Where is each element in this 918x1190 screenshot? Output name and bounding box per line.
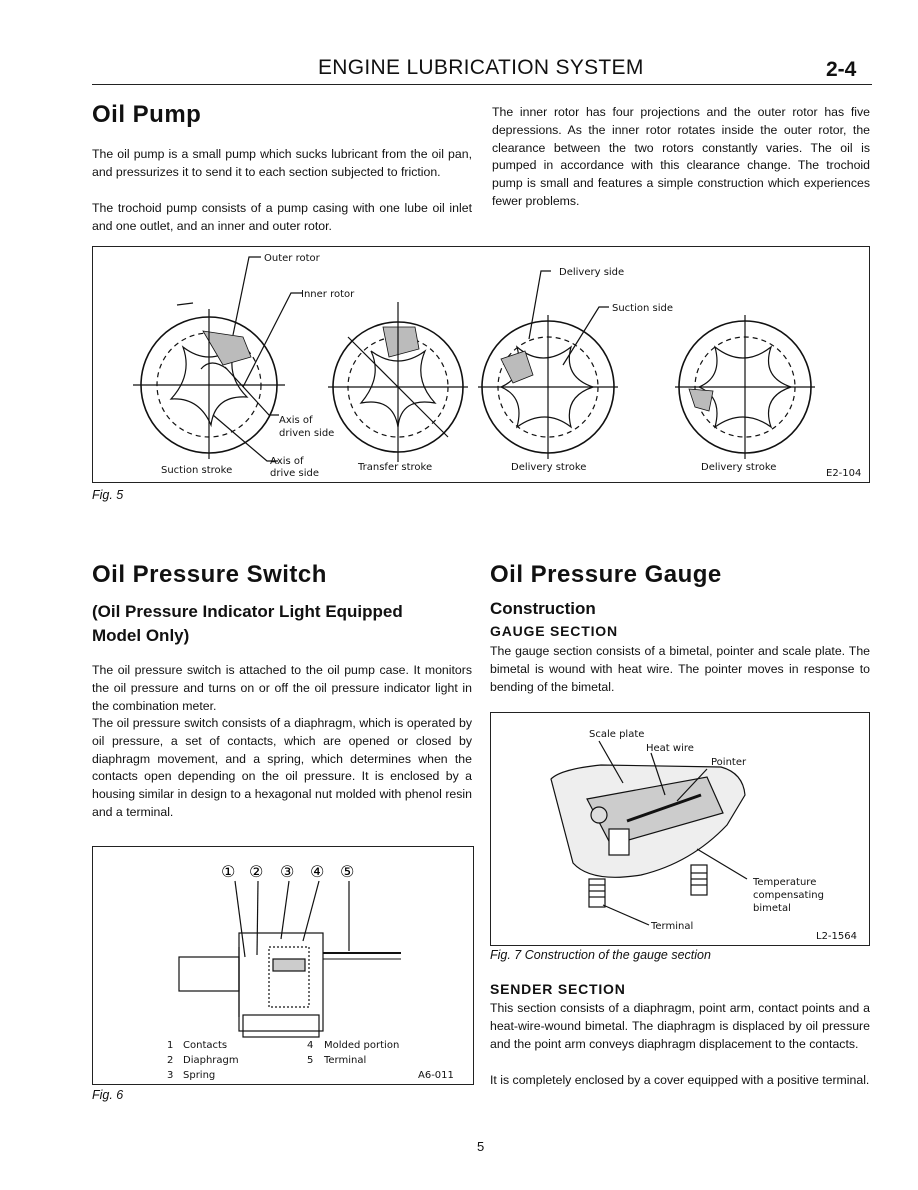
fig6-legend-num: 1 xyxy=(167,1040,173,1051)
fig6-callout: ① xyxy=(221,862,235,881)
fig5-code: E2-104 xyxy=(826,468,861,479)
fig5-caption: Fig. 5 xyxy=(92,488,124,502)
fig5-label-outer-rotor: Outer rotor xyxy=(264,253,321,264)
oil-pump-heading: Oil Pump xyxy=(92,101,202,128)
oil-pressure-switch-subheading-1: (Oil Pressure Indicator Light Equipped xyxy=(92,602,403,621)
oil-pump-para-3: The inner rotor has four projections and… xyxy=(492,105,870,208)
fig5-label-suction-side: Suction side xyxy=(612,303,673,314)
fig6-legend-text: Contacts xyxy=(183,1040,227,1051)
fig6-frame: ① ② ③ ④ ⑤ 1 Contacts 2 Diaphragm 3 Sprin… xyxy=(92,846,474,1085)
fig7-gauge-diagram: Scale plate Heat wire Pointer Temperatur… xyxy=(550,729,857,942)
fig6-callout: ⑤ xyxy=(340,862,354,881)
fig6-legend-num: 3 xyxy=(167,1070,173,1081)
fig6-callout: ④ xyxy=(310,862,324,881)
fig5-rotor-diagram: Outer rotor Inner rotor Axis of driven s… xyxy=(133,253,861,479)
fig7-label-scale-plate: Scale plate xyxy=(589,729,644,740)
fig6-callout: ② xyxy=(249,862,263,881)
fig5-label-inner-rotor: Inner rotor xyxy=(301,289,355,300)
gauge-section-para: The gauge section consists of a bimetal,… xyxy=(490,644,870,694)
fig7-frame: Scale plate Heat wire Pointer Temperatur… xyxy=(490,712,870,946)
fig5-label-axis-drive-2: drive side xyxy=(270,468,319,479)
running-header-page-ref: 2-4 xyxy=(826,58,857,81)
construction-heading: Construction xyxy=(490,599,596,618)
fig5-label-axis-drive-1: Axis of xyxy=(270,456,304,467)
fig5-stroke-label: Suction stroke xyxy=(161,465,232,476)
fig6-callout: ③ xyxy=(280,862,294,881)
fig7-label-bimetal: bimetal xyxy=(753,903,791,914)
sender-section-para-2: It is completely enclosed by a cover equ… xyxy=(490,1073,870,1087)
fig6-switch-diagram: ① ② ③ ④ ⑤ 1 Contacts 2 Diaphragm 3 Sprin… xyxy=(167,862,454,1081)
fig7-label-heat-wire: Heat wire xyxy=(646,743,694,754)
oil-pressure-switch-subheading-2: Model Only) xyxy=(92,626,190,645)
fig6-caption: Fig. 6 xyxy=(92,1088,124,1102)
gauge-section-heading: GAUGE SECTION xyxy=(490,623,618,639)
oil-pump-para-2: The trochoid pump consists of a pump cas… xyxy=(92,201,472,233)
fig6-legend-text: Terminal xyxy=(323,1055,366,1066)
fig6-code: A6-011 xyxy=(418,1070,454,1081)
page-number: 5 xyxy=(477,1139,485,1154)
fig6-legend-num: 2 xyxy=(167,1055,173,1066)
fig6-legend-text: Spring xyxy=(183,1070,215,1081)
oil-pressure-switch-heading: Oil Pressure Switch xyxy=(92,561,327,588)
sender-section-heading: SENDER SECTION xyxy=(490,981,626,997)
fig5-label-delivery-side: Delivery side xyxy=(559,267,624,278)
fig7-caption: Fig. 7 Construction of the gauge section xyxy=(490,948,711,962)
fig6-legend-num: 4 xyxy=(307,1040,313,1051)
running-header-title: ENGINE LUBRICATION SYSTEM xyxy=(318,56,644,79)
fig5-stroke-label: Delivery stroke xyxy=(701,462,776,473)
fig7-label-compensating: compensating xyxy=(753,890,824,901)
fig5-label-axis-driven-1: Axis of xyxy=(279,415,313,426)
oil-pump-para-1: The oil pump is a small pump which sucks… xyxy=(92,147,472,179)
fig7-code: L2-1564 xyxy=(816,931,857,942)
oil-pressure-switch-para-1: The oil pressure switch is attached to t… xyxy=(92,663,472,713)
sender-section-para-1: This section consists of a diaphragm, po… xyxy=(490,1001,870,1051)
fig7-label-pointer: Pointer xyxy=(711,757,747,768)
fig7-label-terminal: Terminal xyxy=(650,921,693,932)
fig5-stroke-label: Delivery stroke xyxy=(511,462,586,473)
fig5-stroke-label: Transfer stroke xyxy=(357,462,432,473)
fig6-legend-text: Diaphragm xyxy=(183,1055,239,1066)
fig5-label-axis-driven-2: driven side xyxy=(279,428,334,439)
fig6-legend-text: Molded portion xyxy=(324,1040,399,1051)
fig6-legend-num: 5 xyxy=(307,1055,313,1066)
fig7-label-temperature: Temperature xyxy=(752,877,816,888)
header-rule xyxy=(92,84,872,85)
fig5-frame: Outer rotor Inner rotor Axis of driven s… xyxy=(92,246,870,483)
oil-pressure-switch-para-2: The oil pressure switch consists of a di… xyxy=(92,716,472,819)
oil-pressure-gauge-heading: Oil Pressure Gauge xyxy=(490,561,722,588)
